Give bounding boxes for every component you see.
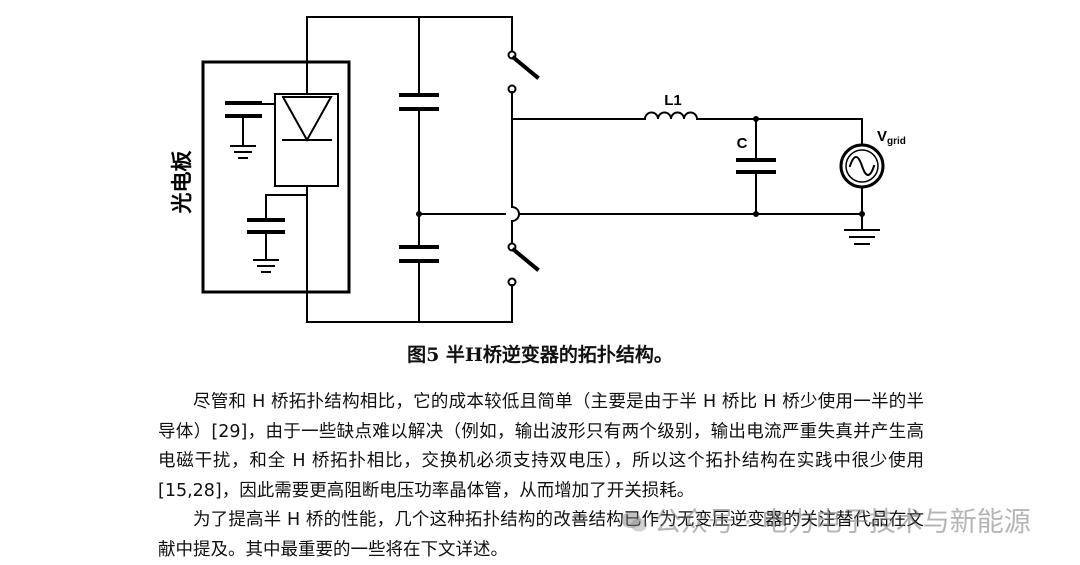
pv-diode-symbol [281,95,333,143]
ground-icon [230,145,256,159]
inductor-label: L1 [664,92,682,109]
body-text: 尽管和 H 桥拓扑结构相比，它的成本较低且简单（主要是由于半 H 桥比 H 桥少… [158,388,924,565]
ground-icon [844,229,880,245]
solar-panel-box [201,60,351,294]
switch-top [507,16,540,208]
capacitor-label: C [737,135,748,152]
panel-capacitor-top [225,101,276,147]
dc-link-capacitors [399,16,439,323]
figure-caption: 图5 半H桥逆变器的拓扑结构。 [407,344,673,366]
switch-bottom [507,220,540,323]
panel-label: 光电板 [169,150,194,215]
panel-capacitor-bottom [247,185,308,261]
ac-source-icon [839,143,885,189]
watermark: 公众号 · 电力电子技术与新能源 [620,500,1031,539]
half-h-bridge-circuit-diagram: 光电板 L1 C Vgrid [169,16,906,323]
watermark-text: 公众号 · 电力电子技术与新能源 [654,507,1031,538]
wechat-icon [621,512,647,532]
paragraph: 尽管和 H 桥拓扑结构相比，它的成本较低且简单（主要是由于半 H 桥比 H 桥少… [158,392,924,501]
output-capacitor-c [736,118,776,215]
paragraph: 为了提高半 H 桥的性能，几个这种拓扑结构的改善结构已作为无变压逆变器的关注替代… [158,510,924,560]
ground-icon [253,259,279,273]
inductor-l1 [643,111,699,121]
grid-voltage-label: Vgrid [877,128,906,147]
